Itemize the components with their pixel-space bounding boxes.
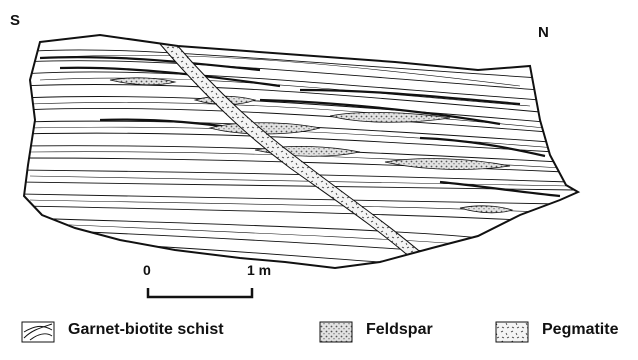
legend-swatch-pegmatite — [496, 322, 528, 342]
scale-bar — [148, 288, 252, 297]
legend-label-pegmatite: Pegmatite — [542, 321, 618, 339]
legend-item-garnet-biotite-schist: Garnet-biotite schist — [68, 321, 224, 339]
legend-label-feldspar: Feldspar — [366, 321, 433, 339]
scale-bar-end-label: 1 m — [247, 262, 271, 278]
legend-swatch-feldspar — [320, 322, 352, 342]
legend-item-feldspar: Feldspar — [366, 321, 433, 339]
scale-bar-start-label: 0 — [143, 262, 151, 278]
legend-swatch-schist — [22, 322, 54, 342]
legend-label-garnet-biotite-schist: Garnet-biotite schist — [68, 321, 224, 339]
legend-item-pegmatite: Pegmatite — [542, 321, 618, 339]
